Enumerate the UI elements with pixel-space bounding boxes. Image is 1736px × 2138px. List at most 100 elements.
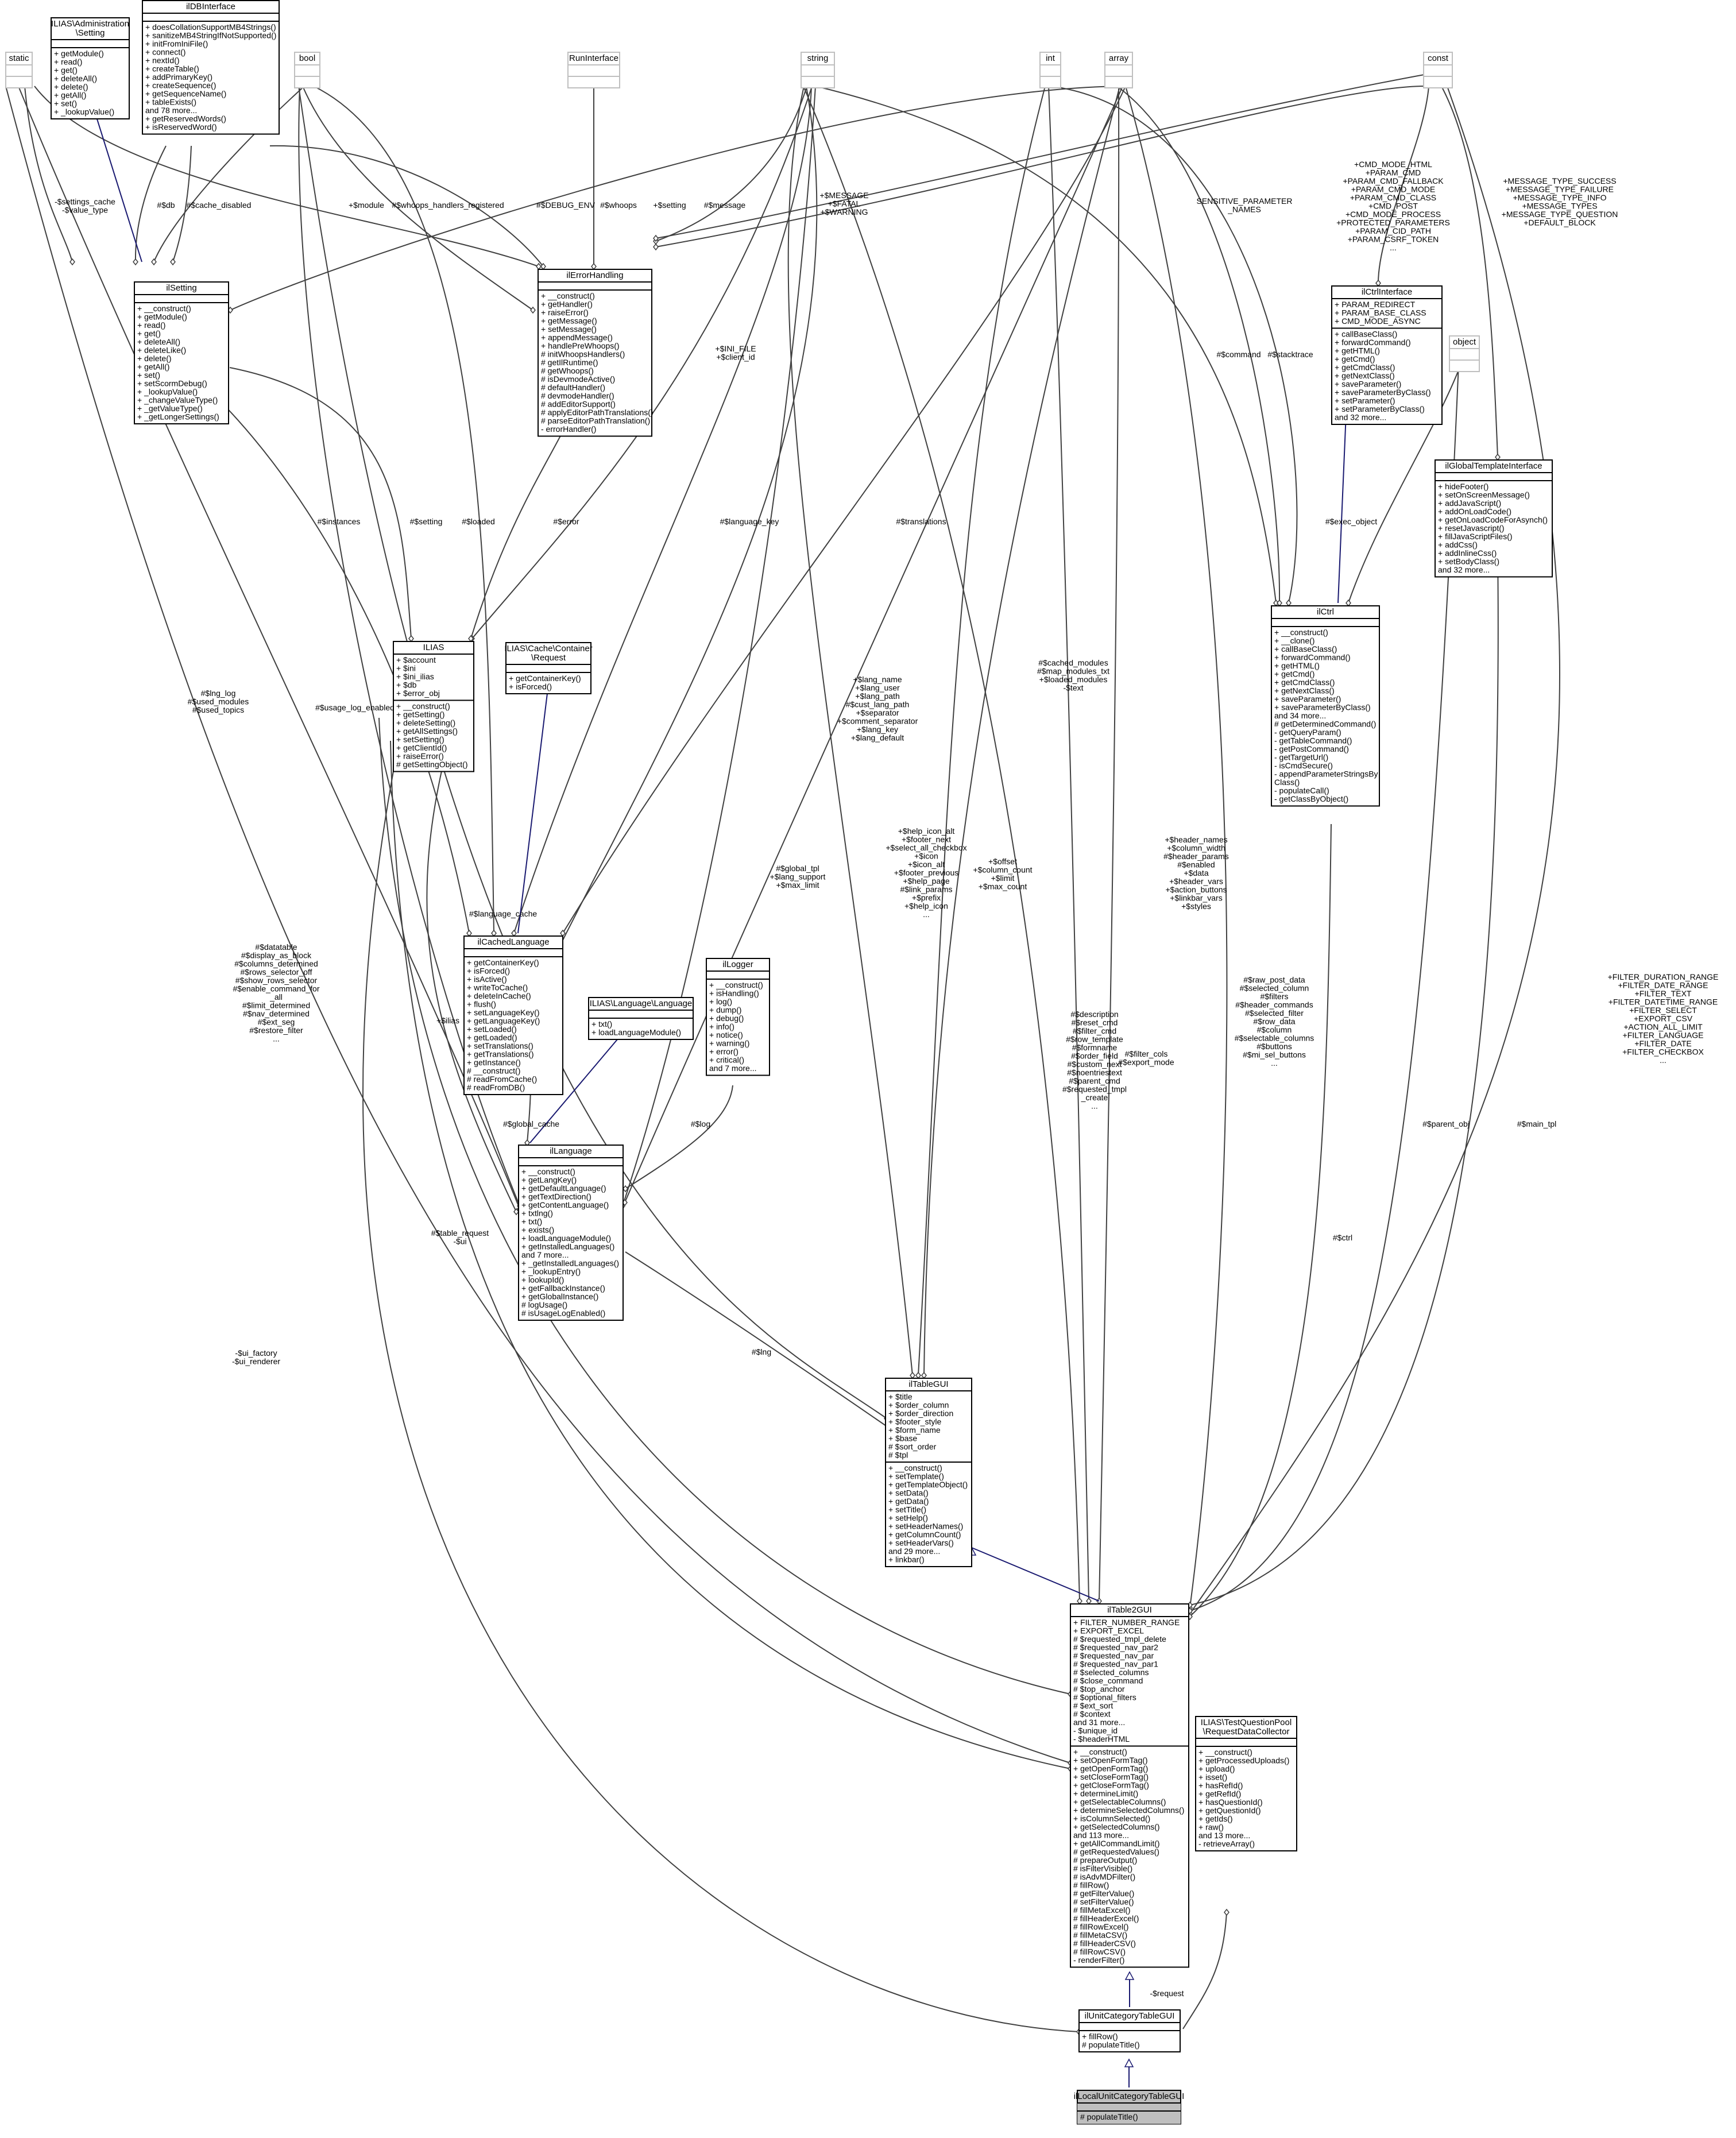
class-method: + getProcessedUploads() [1198,1756,1289,1765]
edge-label-line: #$log [691,1119,710,1128]
inheritance-arrow-icon [1124,2058,1134,2067]
class-box-ilLanguage[interactable]: ilLanguage+ __construct()+ getLangKey()+… [518,1145,624,1321]
edge-label-line: #$cached_modules [1038,658,1108,667]
edge-label-line: +CMD_MODE_PROCESS [1346,210,1441,219]
class-box-requestCollector[interactable]: ILIAS\TestQuestionPool\RequestDataCollec… [1195,1716,1297,1851]
edge-label-command: #$command [1216,350,1261,359]
aggregation-diamond-icon [1277,599,1282,607]
class-method: # parseEditorPathTranslation() [541,416,650,426]
class-name: ilSetting [166,283,196,293]
class-box-frame [505,642,591,694]
class-method: # __construct() [467,1066,520,1076]
class-method: + setOpenFormTag() [1073,1756,1148,1765]
edge-label-setting2: #$setting [410,517,443,526]
class-box-bool[interactable]: bool [294,52,320,88]
class-box-string[interactable]: string [801,52,835,88]
edge-label-line: #$export_mode [1118,1058,1174,1067]
association-edge [1189,824,1332,1617]
class-box-int[interactable]: int [1039,52,1061,88]
class-box-ilGlobalTemplateInterface[interactable]: ilGlobalTemplateInterface+ hideFooter()+… [1435,459,1553,578]
association-edge [787,86,913,1376]
class-box-const[interactable]: const [1423,52,1453,88]
edge-label-line: +MESSAGE_TYPE_SUCCESS [1503,176,1616,185]
edge-label-line: +$WARNING [820,207,868,216]
class-method: + getContainerKey() [467,958,539,967]
class-method: + setLanguageKey() [467,1008,539,1017]
edge-label-line: #$nav_determined [243,1009,310,1018]
class-box-frame [1271,605,1380,807]
edge-label-line: +$data [1184,868,1208,877]
class-method: + __construct() [1198,1747,1252,1757]
edge-label-error: #$error [553,517,579,526]
edge-label-parent_obj: #$parent_obj [1422,1119,1470,1128]
association-edge [625,1085,733,1189]
class-method: + getFallbackInstance() [521,1283,605,1293]
edge-label-line: +$styles [1181,902,1211,911]
aggregation-diamond-icon [623,1185,628,1193]
class-method: # fillMetaExcel() [1073,1905,1131,1915]
class-box-adminSetting[interactable]: ILIAS\Administration\Setting+ getModule(… [51,17,130,119]
class-box-ilUnitCategoryTableGUI[interactable]: ilUnitCategoryTableGUI+ fillRow()# popul… [1078,2009,1181,2052]
class-method: + getSelectedColumns() [1073,1822,1160,1831]
inheritance-edge [517,679,550,934]
edge-label-line: +$limit [991,873,1015,883]
class-box-ilTableGUI[interactable]: ilTableGUI+ $title+ $order_column+ $orde… [885,1378,972,1567]
class-method: + read() [54,57,82,67]
class-box-array[interactable]: array [1104,52,1133,88]
class-method: + txt() [591,1019,612,1029]
edge-label-line: #$message [704,200,746,210]
aggregation-diamond-icon [133,258,138,266]
class-method: + tableExists() [145,98,196,107]
class-box-ilLogger[interactable]: ilLogger+ __construct()+ isHandling()+ l… [706,958,770,1076]
edge-label-message: #$message [704,200,746,210]
class-box-cacheRequest[interactable]: ILIAS\Cache\Container\Request+ getContai… [504,642,593,694]
class-method: + set() [54,99,77,108]
class-box-ilCtrl[interactable]: ilCtrl+ __construct()+ __clone()+ callBa… [1271,605,1380,807]
class-box-dbInterface[interactable]: ilDBInterface+ doesCollationSupportMB4St… [142,0,280,135]
class-method: + __construct() [1073,1747,1127,1757]
class-box-frame [134,281,229,424]
class-box-ilLocalUnitCategoryTableGUI[interactable]: ilLocalUnitCategoryTableGUI# populateTit… [1074,2090,1185,2125]
class-method: + set() [137,370,160,380]
class-method: + setTranslations() [467,1041,533,1050]
class-name: ilGlobalTemplateInterface [1445,461,1542,471]
edge-label-global_cache: #$global_cache [503,1119,559,1128]
class-box-ilCtrlInterface[interactable]: ilCtrlInterface+ PARAM_REDIRECT+ PARAM_B… [1331,285,1443,425]
edge-label-language_cache: #$language_cache [469,909,538,918]
class-method: + raiseError() [541,308,589,317]
edge-labels: -$settings_cache-$value_type#$db#$cache_… [55,160,1718,1998]
edge-label-sensitive: SENSITIVE_PARAMETER_NAMES [1196,196,1292,214]
edge-label-line: +$ilias [436,1016,459,1025]
edge-label-line: +MESSAGE_TYPE_INFO [1513,193,1607,202]
class-name: int [1046,53,1055,63]
class-method: + handlePreWhoops() [541,341,620,350]
class-box-ilCachedLanguage[interactable]: ilCachedLanguage+ getContainerKey()+ isF… [463,935,563,1095]
class-name: object [1453,337,1476,347]
edge-label-lang_name: +$lang_name+$lang_user+$lang_path#$cust_… [837,675,918,743]
class-attribute: + PARAM_REDIRECT [1335,300,1416,309]
aggregation-diamond-icon [408,635,414,643]
class-method: + setParameter() [1335,396,1395,405]
class-method: + error() [709,1047,739,1056]
class-box-ilSetting[interactable]: ilSetting+ __construct()+ getModule()+ r… [134,281,229,424]
class-method: + _changeValueType() [137,396,218,405]
class-method: + getInstance() [467,1058,521,1067]
class-method: # isFilterVisible() [1073,1864,1132,1873]
class-box-ilTable2GUI[interactable]: ilTable2GUI+ FILTER_NUMBER_RANGE+ EXPORT… [1070,1603,1189,1968]
class-method: # fillRowExcel() [1073,1922,1128,1931]
class-method: + getReservedWords() [145,114,226,123]
edge-label-line: +$footer_next [902,835,951,844]
class-box-static[interactable]: static [5,52,33,88]
class-box-langLanguage[interactable]: ILIAS\Language\Language+ txt()+ loadLang… [588,997,694,1040]
class-box-ILIAS[interactable]: ILIAS+ $account+ $ini+ $ini_ilias+ $db+ … [393,641,474,772]
association-edge [1116,86,1281,604]
edge-label-instances: #$instances [318,517,361,526]
class-method: + loadLanguageModule() [591,1028,681,1037]
class-name: RunInterface [569,53,618,63]
class-name: ilLocalUnitCategoryTableGUI [1074,2091,1185,2101]
class-box-runInterface[interactable]: RunInterface [567,52,620,88]
class-box-ilErrorHandling[interactable]: ilErrorHandling+ __construct()+ getHandl… [538,269,654,437]
class-method: + debug() [709,1014,744,1023]
class-box-object[interactable]: object [1449,335,1480,372]
class-attribute: + $ini_ilias [396,672,434,681]
